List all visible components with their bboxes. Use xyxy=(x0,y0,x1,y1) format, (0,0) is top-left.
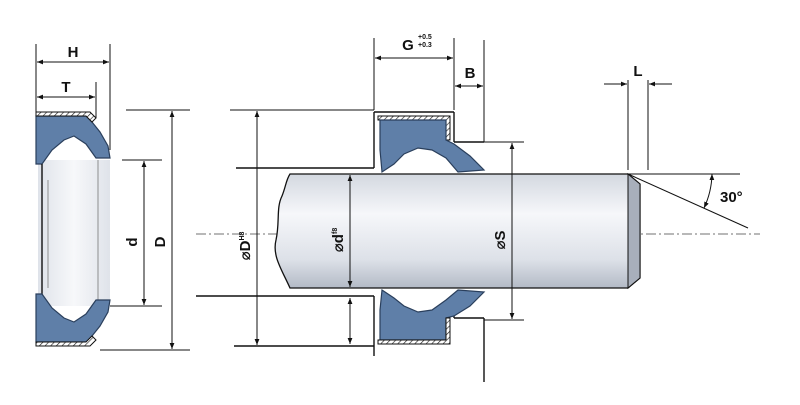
dim-L: L xyxy=(604,63,672,170)
installed-seal-top xyxy=(377,115,486,174)
ring-bottom-metal xyxy=(35,335,97,347)
ring-top-metal xyxy=(35,111,97,123)
label-L: L xyxy=(633,63,642,80)
label-H: H xyxy=(68,44,79,61)
dim-phi-D: ⌀DH8 xyxy=(230,109,374,345)
piston-rod xyxy=(274,172,641,290)
label-D: D xyxy=(152,236,169,247)
label-d: d xyxy=(124,237,141,246)
dim-B: B xyxy=(455,65,483,89)
rod-chamfer xyxy=(627,172,641,290)
dim-d: d xyxy=(110,159,162,307)
label-phi-d: ⌀df8 xyxy=(330,228,347,253)
label-T: T xyxy=(61,79,70,96)
label-G: G xyxy=(402,37,414,54)
seal-ring-view xyxy=(35,111,111,347)
label-G-tol-lower: +0.3 xyxy=(418,42,432,49)
rod-body xyxy=(274,173,641,289)
ring-body xyxy=(38,160,110,306)
label-phi-S: ⌀S xyxy=(492,230,509,249)
dim-T: T xyxy=(37,79,97,118)
installed-seal-bottom xyxy=(377,288,486,345)
label-B: B xyxy=(465,65,476,82)
dim-H: H xyxy=(35,44,111,150)
label-angle: 30° xyxy=(720,189,743,206)
ring-top-profile xyxy=(35,115,111,165)
dim-phi-d: ⌀df8 xyxy=(330,175,353,344)
dim-phi-S: ⌀S xyxy=(484,141,524,321)
label-phi-D: ⌀DH8 xyxy=(237,231,254,260)
dim-angle: 30° xyxy=(627,173,749,229)
dim-D: D xyxy=(100,109,190,351)
dim-G: G +0.5 +0.3 xyxy=(373,34,455,110)
label-G-tol-upper: +0.5 xyxy=(418,34,432,41)
